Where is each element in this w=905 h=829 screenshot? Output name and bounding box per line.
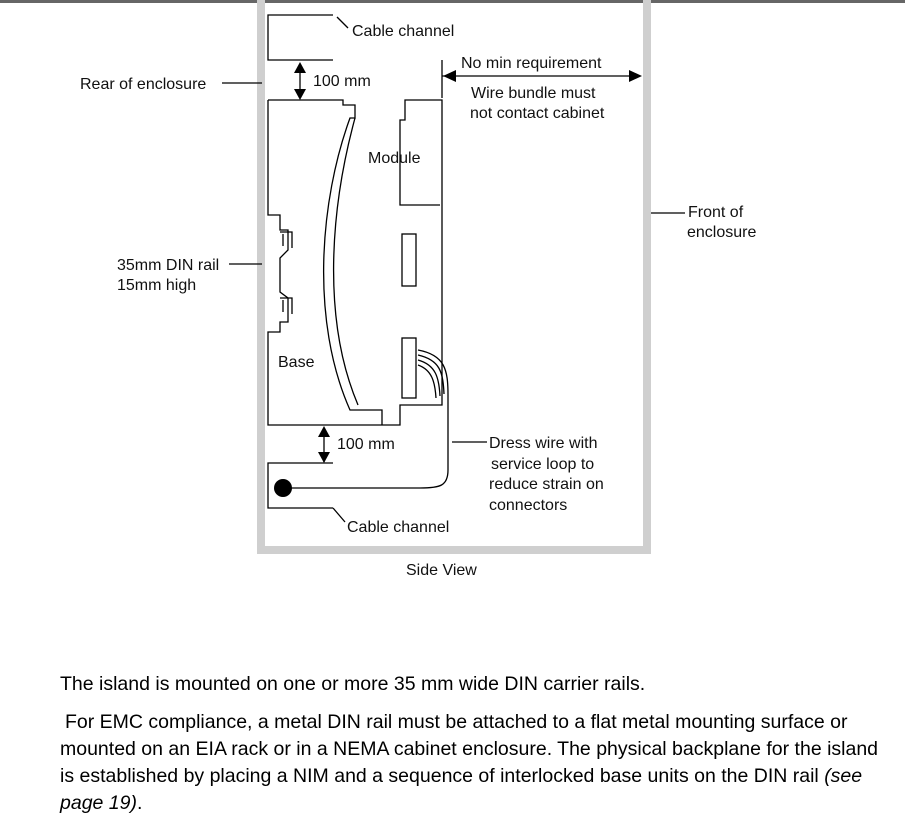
label-wire-bundle-1: Wire bundle must bbox=[471, 85, 596, 102]
label-clearance-bottom: 100 mm bbox=[337, 436, 395, 453]
label-dress-4: connectors bbox=[489, 497, 567, 514]
side-view-diagram: Cable channel 100 mm No min requirement … bbox=[80, 0, 756, 579]
page-reference-link[interactable]: (see page 19) bbox=[60, 765, 863, 814]
paragraph-din-rails: The island is mounted on one or more 35 … bbox=[60, 673, 646, 695]
label-din-1: 35mm DIN rail bbox=[117, 257, 219, 274]
enclosure-frame bbox=[257, 0, 651, 554]
label-dress-3: reduce strain on bbox=[489, 476, 604, 493]
paragraph-emc-compliance: For EMC compliance, a metal DIN rail mus… bbox=[60, 709, 895, 817]
label-base: Base bbox=[278, 354, 315, 371]
wire-bundle bbox=[285, 349, 449, 489]
label-wire-bundle-2: not contact cabinet bbox=[470, 105, 605, 122]
label-cable-channel-bottom: Cable channel bbox=[347, 519, 449, 536]
label-front-1: Front of bbox=[688, 204, 744, 221]
front-connector-lower bbox=[401, 337, 417, 399]
paragraph-emc-end: . bbox=[136, 792, 143, 814]
label-din-2: 15mm high bbox=[117, 277, 196, 294]
din-rail bbox=[280, 231, 293, 314]
label-clearance-top: 100 mm bbox=[313, 73, 371, 90]
diagram-caption: Side View bbox=[406, 562, 477, 579]
label-dress-1: Dress wire with bbox=[489, 435, 597, 452]
front-connector-upper bbox=[401, 233, 417, 287]
label-rear: Rear of enclosure bbox=[80, 76, 206, 93]
module-outline bbox=[267, 99, 443, 426]
paragraph-emc-main: For EMC compliance, a metal DIN rail mus… bbox=[60, 711, 879, 787]
cable-channel-bottom bbox=[267, 462, 333, 509]
label-module: Module bbox=[368, 150, 421, 167]
cable-tie-dot bbox=[274, 479, 292, 497]
top-border bbox=[0, 0, 905, 3]
label-front-2: enclosure bbox=[687, 224, 756, 241]
label-cable-channel-top: Cable channel bbox=[352, 23, 454, 40]
label-no-min: No min requirement bbox=[461, 55, 602, 72]
cable-channel-top bbox=[267, 14, 333, 61]
label-dress-2: service loop to bbox=[491, 456, 594, 473]
